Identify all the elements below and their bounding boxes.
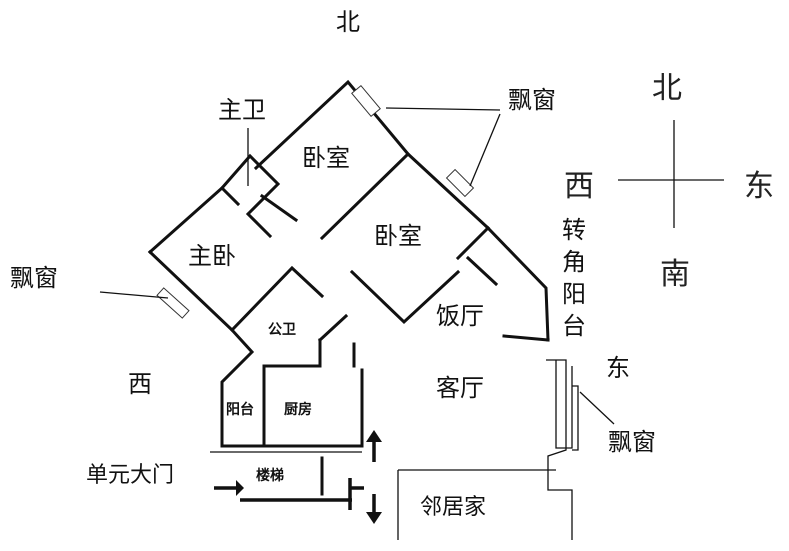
compass-north-label: 北 <box>652 71 682 106</box>
stairs-label: 楼梯 <box>256 467 284 484</box>
east-outline-1 <box>546 359 573 540</box>
up-arrow-head <box>366 430 382 442</box>
unit-entrance-label: 单元大门 <box>86 463 174 488</box>
leader-bay-right <box>579 391 615 425</box>
east-label: 东 <box>606 354 630 382</box>
bay-windows <box>156 84 475 319</box>
dining-north-wall <box>455 225 499 287</box>
dining-label: 饭厅 <box>436 302 484 330</box>
corner-balcony-char-1: 转 <box>562 216 586 244</box>
bay-window-left-label: 飘窗 <box>10 264 58 292</box>
compass-west-label: 西 <box>564 169 594 204</box>
compass-east-label: 东 <box>744 169 774 204</box>
east-bay <box>572 385 579 451</box>
southwest-wall <box>147 249 325 333</box>
west-label: 西 <box>128 370 152 398</box>
bay-window-mid-shape <box>445 168 475 198</box>
kitchen-label: 厨房 <box>284 401 312 418</box>
east-outline-2 <box>555 360 573 449</box>
dining-east-wall <box>502 334 550 342</box>
master-bedroom-label: 主卧 <box>188 242 236 270</box>
corner-balcony-label: 转 角 阳 台 <box>562 216 586 340</box>
leader-bay-mid <box>469 113 501 187</box>
stair-turn-arrow <box>348 478 364 510</box>
neighbor-label: 邻居家 <box>420 495 486 520</box>
east-wall <box>485 225 550 342</box>
interior-walls <box>219 151 550 496</box>
master-bath-label: 主卫 <box>218 96 266 124</box>
north-label: 北 <box>336 8 360 36</box>
living-label: 客厅 <box>436 374 484 402</box>
northwest-wall <box>147 79 491 255</box>
entrance-arrow-head <box>236 480 244 496</box>
public-bath-walls <box>220 313 349 448</box>
bay-window-top-label: 飘窗 <box>508 86 556 114</box>
bay-window-left-shape <box>156 287 190 319</box>
leader-bay-top <box>385 107 501 111</box>
public-bath-label: 公卫 <box>268 322 296 338</box>
master-bath-walls <box>219 153 281 239</box>
compass-cross <box>618 120 724 228</box>
bedroom2-south-wall <box>349 269 461 325</box>
bay-window-top-shape <box>351 84 381 118</box>
living-east-boundary <box>210 359 579 540</box>
kitchen-walls <box>262 342 364 448</box>
master-bath-door <box>259 193 299 223</box>
down-arrow-head <box>366 512 382 524</box>
bay-window-right-label: 飘窗 <box>608 428 656 456</box>
entrance-arrows <box>214 430 382 524</box>
bedroom-2-label: 卧室 <box>374 222 422 250</box>
bedroom-1-label: 卧室 <box>302 144 350 172</box>
corner-balcony-char-3: 阳 <box>562 280 586 308</box>
exterior-walls <box>147 79 550 342</box>
compass-south-label: 南 <box>660 257 690 292</box>
leader-bay-left <box>99 291 169 299</box>
corner-balcony-char-4: 台 <box>562 312 586 340</box>
corner-balcony-char-2: 角 <box>562 248 586 276</box>
balcony-label: 阳台 <box>226 401 254 418</box>
bedroom-divider <box>319 151 411 241</box>
leader-lines <box>99 107 615 425</box>
